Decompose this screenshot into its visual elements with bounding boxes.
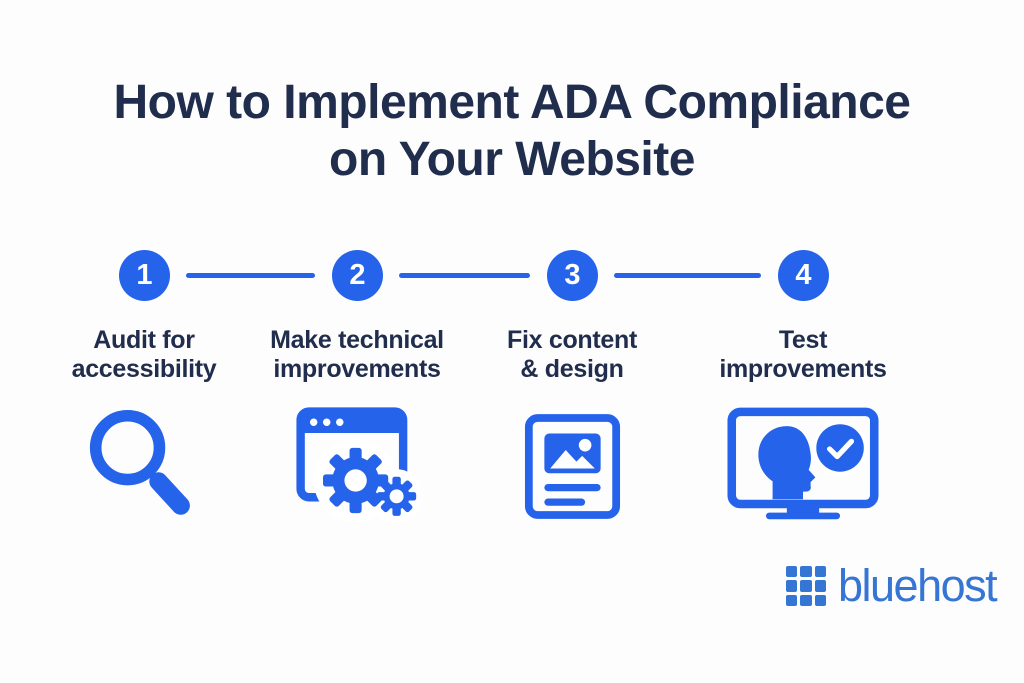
step-1-number: 1 <box>136 259 153 291</box>
step-1-icon-box <box>32 400 256 532</box>
connector-line-2-3 <box>399 273 530 278</box>
connector-line-1-2 <box>186 273 315 278</box>
step-1-label: Audit for accessibility <box>71 326 217 383</box>
step-2-label: Make technical improvements <box>270 326 444 383</box>
step-3-number: 3 <box>564 259 581 291</box>
grid-logo-icon <box>786 566 826 606</box>
step-4-number: 4 <box>795 259 812 291</box>
page-title: How to Implement ADA Compliance on Your … <box>0 74 1024 188</box>
step-2-number-badge: 2 <box>332 250 383 301</box>
step-3-label: Fix content & design <box>506 326 638 383</box>
step-3-number-badge: 3 <box>547 250 598 301</box>
document-image-icon <box>524 413 620 519</box>
step-3-icon-box <box>460 400 684 532</box>
page-title-line1: How to Implement ADA Compliance <box>113 76 911 129</box>
step-2-number: 2 <box>349 259 366 291</box>
brand-name: bluehost <box>838 560 998 611</box>
step-4-icon-box <box>691 400 915 532</box>
browser-gears-icon <box>296 406 420 523</box>
bluehost-logo: bluehost <box>786 560 998 611</box>
step-1-number-badge: 1 <box>119 250 170 301</box>
monitor-user-check-icon <box>727 407 879 519</box>
page-title-line2: on Your Website <box>329 133 695 186</box>
connector-line-3-4 <box>614 273 761 278</box>
step-2-icon-box <box>245 400 469 532</box>
step-4-number-badge: 4 <box>778 250 829 301</box>
magnifying-glass-icon <box>89 409 190 515</box>
step-4-label: Test improvements <box>719 326 887 383</box>
